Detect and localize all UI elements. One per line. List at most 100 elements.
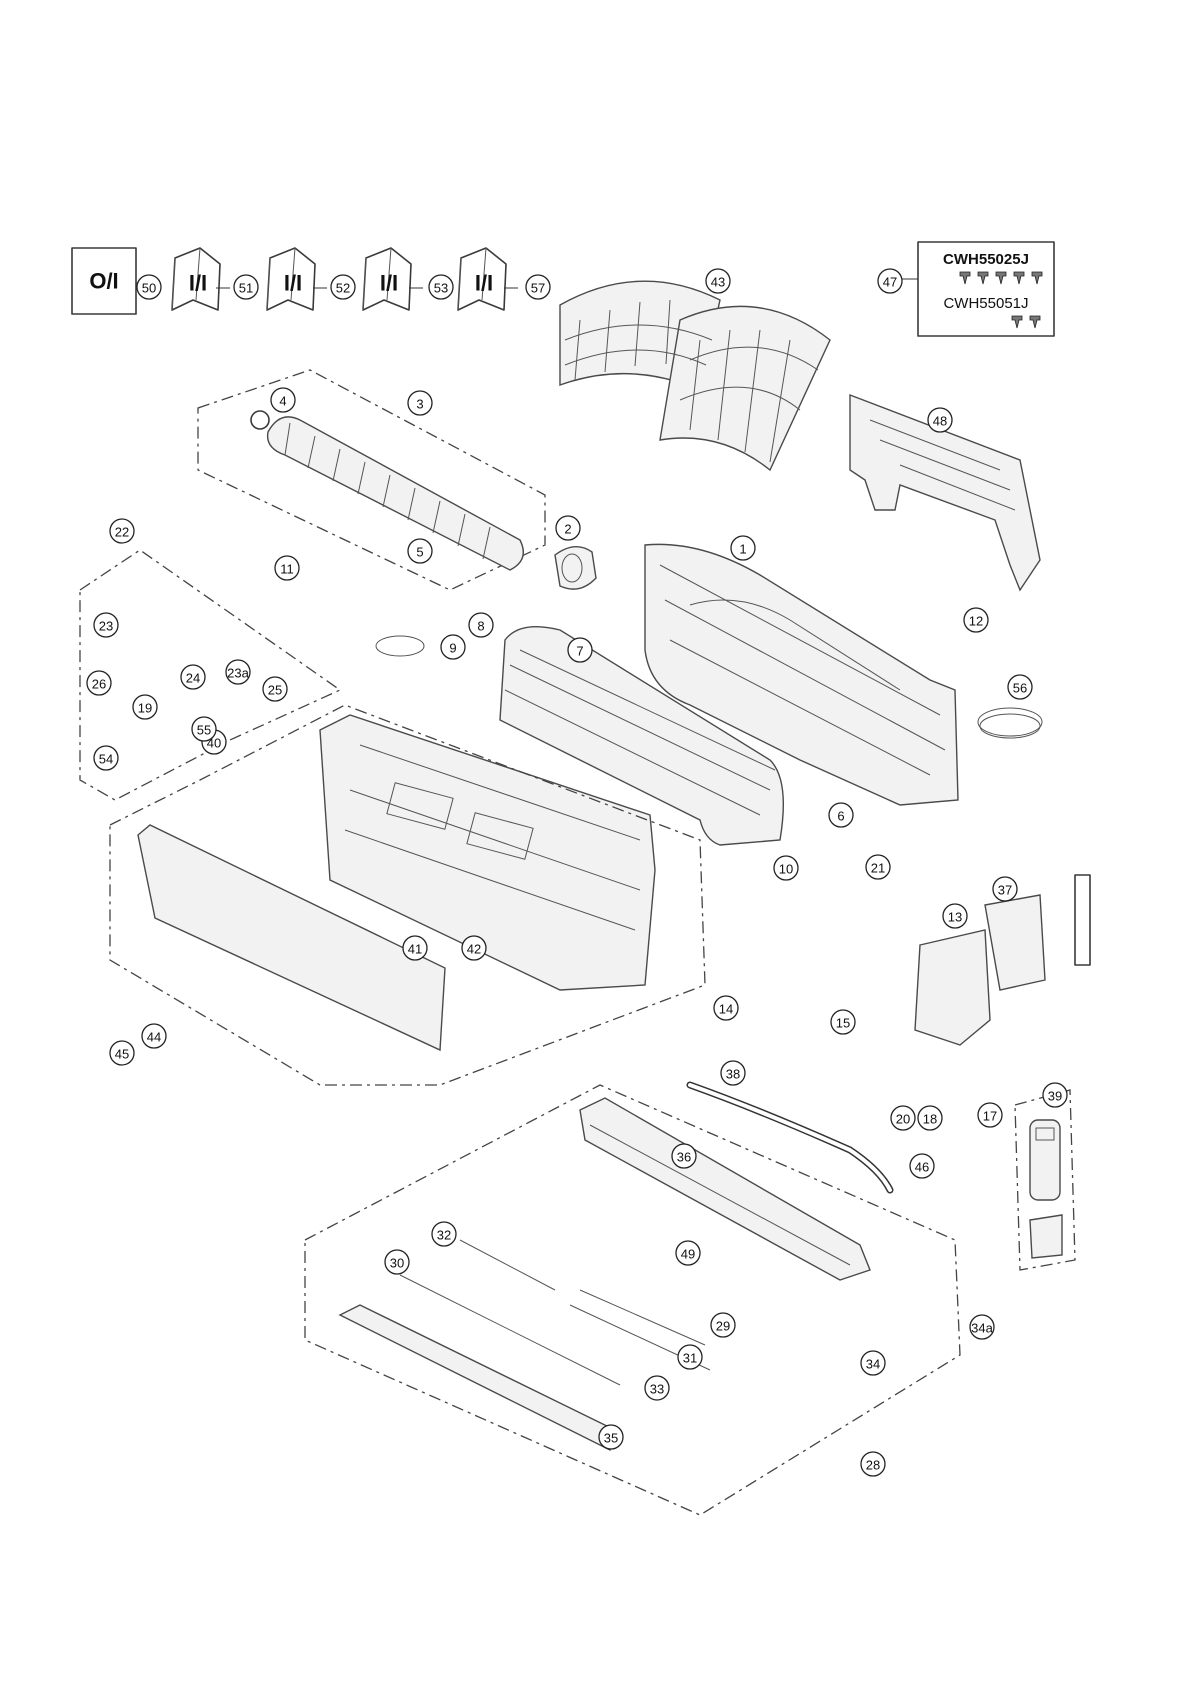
callout-34a: 34a [970,1315,994,1339]
callout-label-30: 30 [390,1256,404,1271]
callout-20: 20 [891,1106,915,1130]
screw-code-2: CWH55051J [943,295,1028,312]
doc-label-ii-52: I/I [284,271,302,296]
callout-label-15: 15 [836,1016,850,1031]
callout-28: 28 [861,1452,885,1476]
installation-instructions-doc-57: I/I [458,248,506,310]
callout-32: 32 [432,1222,456,1246]
callout-label-12: 12 [969,614,983,629]
callout-24: 24 [181,665,205,689]
callout-label-37: 37 [998,883,1012,898]
callout-5: 5 [408,539,432,563]
callout-41: 41 [403,936,427,960]
callout-label-5: 5 [416,545,423,560]
remote-control [1015,1090,1075,1270]
callout-23: 23 [94,613,118,637]
callout-44: 44 [142,1024,166,1048]
callout-39: 39 [1043,1083,1067,1107]
callout-label-1: 1 [739,542,746,557]
callout-label-23: 23 [99,619,113,634]
callout-43: 43 [706,269,730,293]
callout-23a: 23a [226,660,250,684]
callout-label-11: 11 [280,562,294,577]
callout-35: 35 [599,1425,623,1449]
air-filters [560,281,830,470]
callout-51: 51 [234,275,258,299]
installation-instructions-doc-53: I/I [363,248,411,310]
callout-label-32: 32 [437,1228,451,1243]
callout-label-24: 24 [186,671,200,686]
callout-11: 11 [275,556,299,580]
callout-9: 9 [441,635,465,659]
doc-label-oi: O/I [89,269,118,294]
callout-label-52: 52 [336,281,350,296]
callout-52: 52 [331,275,355,299]
callout-3: 3 [408,391,432,415]
callout-label-14: 14 [719,1002,733,1017]
callout-8: 8 [469,613,493,637]
callout-2: 2 [556,516,580,540]
callout-label-31: 31 [683,1351,697,1366]
callout-47: 47 [878,269,902,293]
callout-label-34a: 34a [971,1321,993,1336]
callout-label-22: 22 [115,525,129,540]
callout-label-8: 8 [477,619,484,634]
callout-38: 38 [721,1061,745,1085]
callout-22: 22 [110,519,134,543]
callout-49: 49 [676,1241,700,1265]
doc-label-ii-51: I/I [189,271,207,296]
callout-label-55: 55 [197,723,211,738]
callout-label-25: 25 [268,683,282,698]
sensor-cable [376,636,424,656]
fan-motor [555,547,596,589]
callout-label-9: 9 [449,641,456,656]
doc-label-ii-53: I/I [380,271,398,296]
screw-kit-box: CWH55025J CWH55051J [918,242,1054,336]
callout-label-18: 18 [923,1112,937,1127]
callout-label-53: 53 [434,281,448,296]
callout-label-19: 19 [138,701,152,716]
callout-45: 45 [110,1041,134,1065]
callout-36: 36 [672,1144,696,1168]
callout-label-57: 57 [531,281,545,296]
callout-label-3: 3 [416,397,423,412]
callout-label-17: 17 [983,1109,997,1124]
callout-label-47: 47 [883,275,897,290]
callout-label-45: 45 [115,1047,129,1062]
callout-label-43: 43 [711,275,725,290]
callout-21: 21 [866,855,890,879]
callout-label-33: 33 [650,1382,664,1397]
callout-label-28: 28 [866,1458,880,1473]
callout-25: 25 [263,677,287,701]
callout-1: 1 [731,536,755,560]
callout-50: 50 [137,275,161,299]
callout-33: 33 [645,1376,669,1400]
callout-label-56: 56 [1013,681,1027,696]
callout-label-23a: 23a [227,666,249,681]
callout-label-50: 50 [142,281,156,296]
callout-label-26: 26 [92,677,106,692]
connection-cable [978,708,1042,738]
callout-label-21: 21 [871,861,885,876]
callout-label-49: 49 [681,1247,695,1262]
callout-42: 42 [462,936,486,960]
doc-label-ii-57: I/I [475,271,493,296]
callout-label-29: 29 [716,1319,730,1334]
callout-19: 19 [133,695,157,719]
callout-29: 29 [711,1313,735,1337]
callout-46: 46 [910,1154,934,1178]
callout-57: 57 [526,275,550,299]
callout-56: 56 [1008,675,1032,699]
callout-48: 48 [928,408,952,432]
callout-label-51: 51 [239,281,253,296]
cross-flow-fan [251,411,523,570]
callout-label-2: 2 [564,522,571,537]
callout-37: 37 [993,877,1017,901]
callout-label-38: 38 [726,1067,740,1082]
callout-label-41: 41 [408,942,422,957]
callout-15: 15 [831,1010,855,1034]
callout-17: 17 [978,1103,1002,1127]
callout-label-39: 39 [1048,1089,1062,1104]
callout-30: 30 [385,1250,409,1274]
